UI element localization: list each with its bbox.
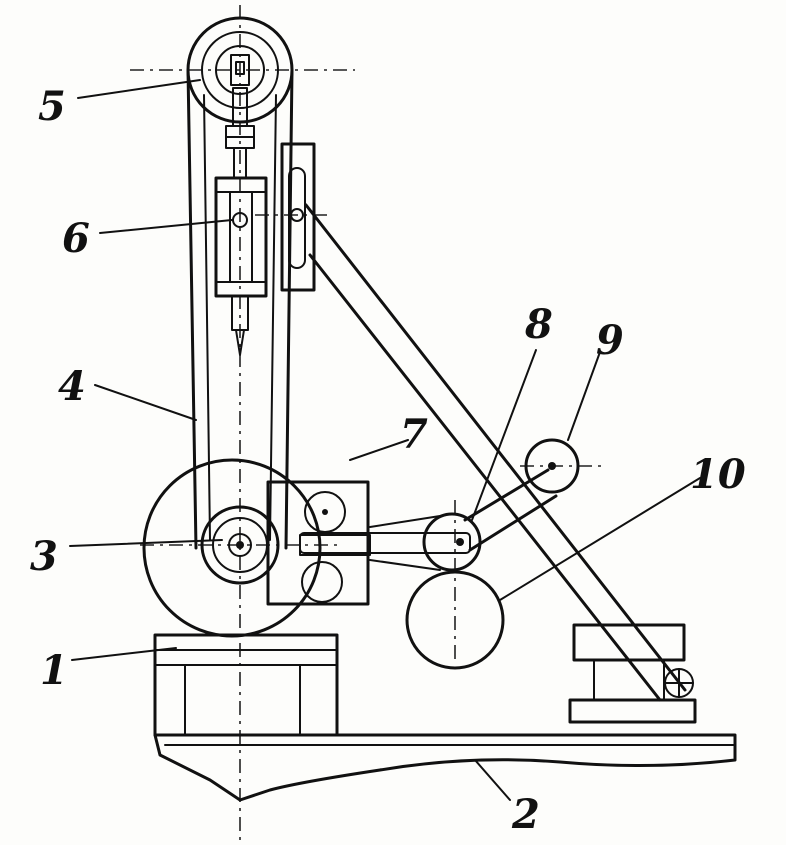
slotted-guide <box>280 142 316 292</box>
label-4: 4 <box>58 363 86 410</box>
label-8: 8 <box>524 301 553 348</box>
label-5: 5 <box>38 83 66 130</box>
label-10: 10 <box>690 451 746 498</box>
label-9: 9 <box>596 317 624 364</box>
leader-lines <box>69 79 701 801</box>
support-block <box>153 633 339 737</box>
label-3: 3 <box>30 533 58 580</box>
center-lines <box>130 5 605 840</box>
hinge-bracket <box>568 623 697 724</box>
connecting-link <box>299 515 471 571</box>
label-2: 2 <box>511 791 540 838</box>
label-7: 7 <box>400 411 428 458</box>
base-frame <box>153 733 737 802</box>
driven-disc <box>405 570 505 670</box>
label-6: 6 <box>62 215 90 262</box>
tension-roller <box>422 512 482 572</box>
large-wheel <box>142 458 322 638</box>
link-arm <box>463 468 558 552</box>
belt <box>186 68 294 550</box>
guide-housing <box>214 176 268 356</box>
part-labels: 5 6 4 7 8 9 10 3 1 2 <box>30 83 746 838</box>
label-1: 1 <box>40 647 68 694</box>
pivot-joint <box>524 438 580 494</box>
